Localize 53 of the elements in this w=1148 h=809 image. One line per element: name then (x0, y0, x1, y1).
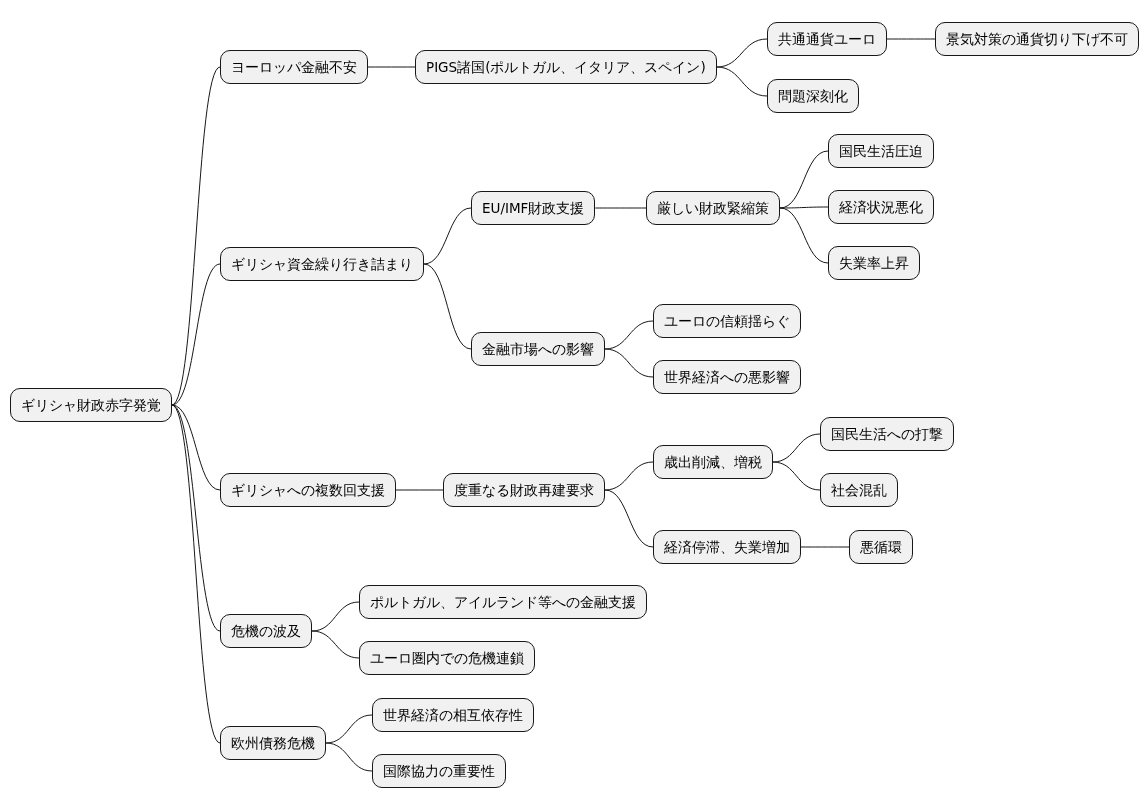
connector-line (604, 489, 654, 548)
topic-box: ギリシャ財政赤字発覚 (10, 388, 172, 422)
connector-line (423, 263, 472, 350)
topic-box: ユーロの信頼揺らぐ (653, 304, 801, 338)
topic-box: ギリシャ資金繰り行き詰まり (220, 247, 424, 281)
topic-box: 景気対策の通貨切り下げ不可 (935, 22, 1139, 56)
connector-line (800, 546, 850, 548)
connector-line (325, 714, 373, 744)
connector-line (171, 263, 221, 406)
connector-line (716, 38, 768, 68)
topic-box: 経済停滞、失業増加 (653, 530, 801, 564)
connector-line (604, 348, 654, 378)
connector-line (171, 66, 221, 406)
connector-line (594, 207, 647, 209)
connector-line (604, 461, 654, 491)
topic-box: 歳出削減、増税 (653, 445, 773, 479)
connector-line (367, 66, 416, 68)
connector-line (886, 38, 936, 40)
connector-line (325, 742, 373, 772)
topic-box: 社会混乱 (820, 473, 898, 507)
connector-line (171, 404, 221, 632)
topic-box: 度重なる財政再建要求 (443, 473, 605, 507)
topic-box: 世界経済の相互依存性 (372, 698, 534, 732)
topic-box: 厳しい財政緊縮策 (646, 191, 780, 225)
connector-line (779, 207, 829, 264)
connector-line (311, 601, 360, 632)
topic-box: 金融市場への影響 (471, 332, 605, 366)
topic-box: 失業率上昇 (828, 246, 920, 280)
connector-line (423, 207, 472, 265)
topic-box: 世界経済への悪影響 (653, 360, 801, 394)
connector-line (395, 489, 444, 491)
connector-line (171, 404, 221, 744)
topic-box: 危機の波及 (220, 614, 312, 648)
topic-box: ギリシャへの複数回支援 (220, 473, 396, 507)
topic-box: 国民生活圧迫 (828, 134, 934, 168)
topic-box: EU/IMF財政支援 (471, 191, 596, 225)
topic-box: 欧州債務危機 (220, 726, 326, 760)
topic-box: ユーロ圏内での危機連鎖 (359, 641, 535, 675)
connector-line (604, 320, 654, 350)
topic-box: ヨーロッパ金融不安 (220, 50, 368, 84)
topic-box: 悪循環 (849, 530, 913, 564)
connector-line (716, 66, 768, 97)
topic-box: PIGS諸国(ポルトガル、イタリア、スペイン) (415, 50, 717, 84)
topic-box: 国際協力の重要性 (372, 754, 506, 788)
topic-box: 国民生活への打撃 (820, 417, 954, 451)
topic-box: 経済状況悪化 (828, 190, 934, 224)
topic-box: 共通通貨ユーロ (767, 22, 887, 56)
connector-line (779, 206, 829, 209)
connector-line (311, 630, 360, 659)
topic-box: ポルトガル、アイルランド等への金融支援 (359, 585, 647, 619)
topic-box: 問題深刻化 (767, 79, 859, 113)
connector-line (772, 461, 821, 491)
connector-line (772, 433, 821, 463)
